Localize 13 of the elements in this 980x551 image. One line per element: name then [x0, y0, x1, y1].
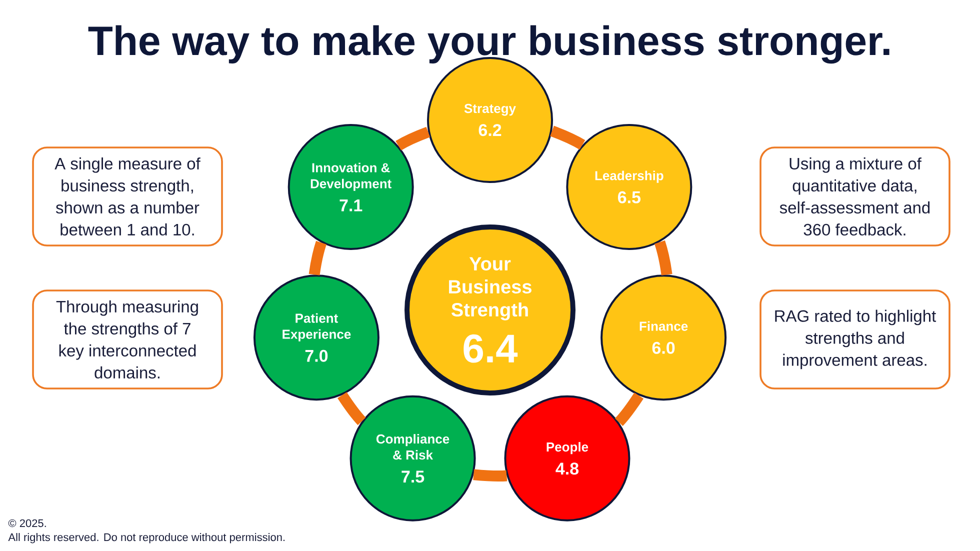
footer-note: All rights reserved. Do not reproduce without permission. — [8, 533, 285, 544]
ring-arc — [396, 126, 430, 150]
text-box: A single measure of business strength, shown as a number between 1 and 10. — [32, 146, 223, 246]
ring-arc — [654, 240, 672, 276]
ring-arc — [473, 469, 508, 482]
ring-arc — [308, 240, 326, 276]
ring-arc — [614, 392, 644, 426]
footer-note: © 2025. — [8, 519, 46, 528]
ring-arc — [338, 392, 366, 426]
ring-arc — [550, 126, 586, 150]
text-box: Through measuring the strengths of 7 key interconnected domains. — [32, 290, 223, 390]
text-box: RAG rated to highlight strengths and improvement areas. — [760, 290, 950, 390]
text-box: Using a mixture of quantitative data, self-assessment and 360 feedback. — [760, 146, 950, 246]
